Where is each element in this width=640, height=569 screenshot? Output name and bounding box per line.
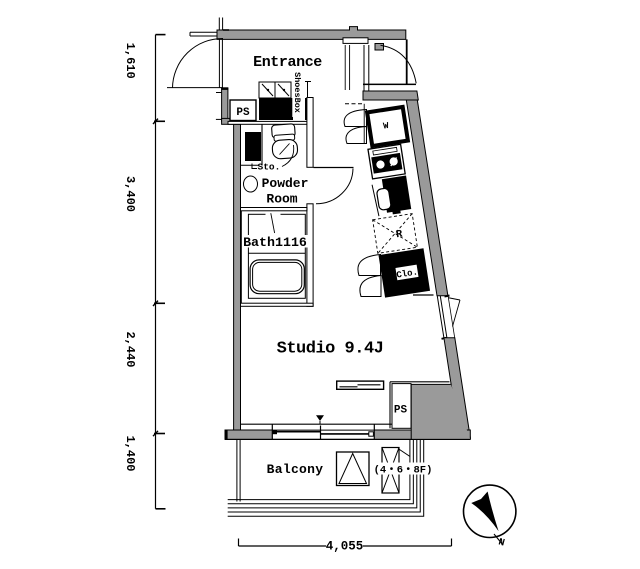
svg-text:Powder: Powder — [262, 176, 309, 191]
svg-text:PS: PS — [394, 405, 408, 417]
svg-text:(4・6・8F): (4・6・8F) — [374, 465, 433, 477]
svg-text:Room: Room — [266, 192, 297, 207]
svg-text:R: R — [395, 228, 404, 241]
svg-text:4,055: 4,055 — [326, 540, 364, 554]
svg-text:Studio 9.4J: Studio 9.4J — [277, 340, 384, 359]
svg-text:Balcony: Balcony — [267, 462, 324, 477]
svg-text:1,610: 1,610 — [123, 43, 137, 79]
svg-text:Clo.: Clo. — [396, 267, 419, 280]
svg-text:2,440: 2,440 — [123, 331, 137, 367]
svg-text:Bath1116: Bath1116 — [243, 235, 307, 250]
svg-text:PS: PS — [236, 107, 250, 119]
svg-text:1,400: 1,400 — [123, 435, 137, 471]
svg-text:N: N — [497, 537, 506, 549]
svg-text:W: W — [383, 121, 390, 132]
svg-text:Entrance: Entrance — [253, 54, 322, 71]
svg-text:3,400: 3,400 — [123, 176, 137, 212]
svg-text:Sto.: Sto. — [258, 162, 281, 173]
svg-text:ShoesBox: ShoesBox — [292, 72, 302, 113]
